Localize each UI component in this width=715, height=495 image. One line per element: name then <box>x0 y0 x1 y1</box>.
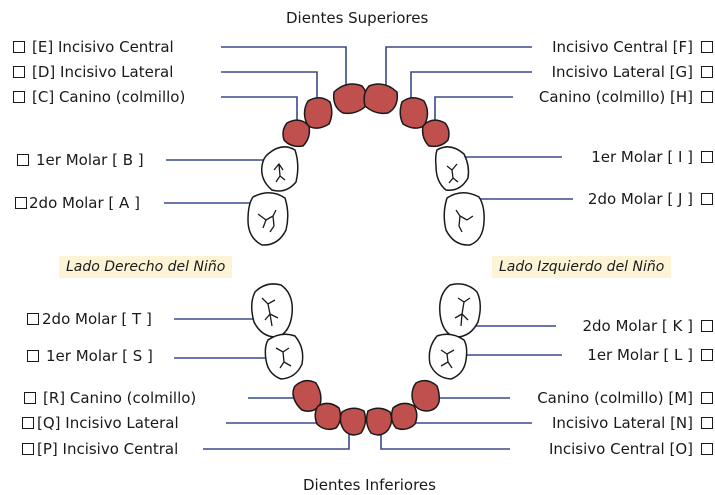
checkbox-tooth-q[interactable] <box>22 417 34 429</box>
checkbox-tooth-o[interactable] <box>701 443 713 455</box>
tooth-label-g: Incisivo Lateral [G] <box>551 63 693 81</box>
tooth-row-d: [D] Incisivo Lateral <box>13 63 173 81</box>
left-side-label: Lado Izquierdo del Niño <box>492 256 672 278</box>
tooth-q[interactable] <box>314 402 342 431</box>
upper-molar-fissures <box>257 162 474 233</box>
lower-teeth-title: Dientes Inferiores <box>303 476 436 494</box>
tooth-row-t: 2do Molar [ T ] <box>27 310 152 328</box>
leader-line-c <box>221 96 298 126</box>
tooth-row-g: Incisivo Lateral [G] <box>552 63 713 81</box>
tooth-label-m: Canino (colmillo) [M] <box>537 389 693 407</box>
checkbox-tooth-b[interactable] <box>17 154 29 166</box>
tooth-row-n: Incisivo Lateral [N] <box>552 414 713 432</box>
tooth-label-f: Incisivo Central [F] <box>552 38 693 56</box>
upper-arch <box>247 83 485 246</box>
tooth-d[interactable] <box>303 97 333 129</box>
tooth-label-h: Canino (colmillo) [H] <box>538 88 693 106</box>
tooth-p[interactable] <box>339 407 367 436</box>
tooth-row-l: 1er Molar [ L ] <box>587 346 713 364</box>
checkbox-tooth-i[interactable] <box>701 151 713 163</box>
tooth-row-q: [Q] Incisivo Lateral <box>22 414 179 432</box>
checkbox-tooth-a[interactable] <box>15 197 27 209</box>
tooth-r[interactable] <box>292 379 322 412</box>
checkbox-tooth-m[interactable] <box>701 392 713 404</box>
checkbox-tooth-l[interactable] <box>701 349 713 361</box>
checkbox-tooth-j[interactable] <box>701 193 713 205</box>
tooth-label-o: Incisivo Central [O] <box>548 440 693 458</box>
tooth-row-a: 2do Molar [ A ] <box>15 194 140 212</box>
tooth-i[interactable] <box>434 146 470 191</box>
tooth-k[interactable] <box>438 283 481 338</box>
checkbox-tooth-e[interactable] <box>13 41 25 53</box>
checkbox-tooth-p[interactable] <box>22 443 34 455</box>
tooth-o[interactable] <box>365 407 393 436</box>
tooth-row-r: [R] Canino (colmillo) <box>24 389 196 407</box>
checkbox-tooth-t[interactable] <box>27 313 39 325</box>
checkbox-tooth-d[interactable] <box>13 66 25 78</box>
tooth-l[interactable] <box>428 333 468 380</box>
leader-line-d <box>221 71 318 105</box>
tooth-m[interactable] <box>411 379 440 412</box>
checkbox-tooth-h[interactable] <box>701 91 713 103</box>
leader-line-h <box>434 96 513 126</box>
tooth-row-c: [C] Canino (colmillo) <box>13 88 185 106</box>
lower-molar-fissures <box>261 297 471 369</box>
tooth-label-d: [D] Incisivo Lateral <box>32 63 174 81</box>
tooth-e[interactable] <box>332 83 368 115</box>
tooth-row-f: Incisivo Central [F] <box>552 38 713 56</box>
tooth-row-m: Canino (colmillo) [M] <box>537 389 713 407</box>
tooth-row-s: 1er Molar [ S ] <box>27 347 153 365</box>
lower-arch <box>251 283 481 436</box>
tooth-f[interactable] <box>363 83 399 115</box>
leader-line-o <box>380 428 510 450</box>
checkbox-tooth-r[interactable] <box>24 392 36 404</box>
tooth-label-i: 1er Molar [ I ] <box>591 148 693 166</box>
checkbox-tooth-c[interactable] <box>13 91 25 103</box>
tooth-label-b: 1er Molar [ B ] <box>36 151 144 169</box>
leader-line-g <box>410 71 532 105</box>
tooth-c[interactable] <box>282 119 311 148</box>
tooth-row-j: 2do Molar [ J ] <box>588 190 713 208</box>
leader-line-e <box>221 46 347 89</box>
tooth-label-q: [Q] Incisivo Lateral <box>37 414 179 432</box>
tooth-row-e: [E] Incisivo Central <box>13 38 174 56</box>
tooth-label-s: 1er Molar [ S ] <box>46 347 153 365</box>
checkbox-tooth-k[interactable] <box>701 320 713 332</box>
tooth-h[interactable] <box>421 119 450 148</box>
right-side-label: Lado Derecho del Niño <box>59 256 233 278</box>
tooth-label-n: Incisivo Lateral [N] <box>551 414 693 432</box>
tooth-row-i: 1er Molar [ I ] <box>591 148 713 166</box>
tooth-label-a: 2do Molar [ A ] <box>29 194 140 212</box>
tooth-label-t: 2do Molar [ T ] <box>42 310 152 328</box>
leader-line-f <box>385 46 532 89</box>
tooth-label-l: 1er Molar [ L ] <box>587 346 693 364</box>
tooth-label-c: [C] Canino (colmillo) <box>32 88 186 106</box>
tooth-row-o: Incisivo Central [O] <box>549 440 713 458</box>
tooth-t[interactable] <box>251 283 294 338</box>
checkbox-tooth-n[interactable] <box>701 417 713 429</box>
tooth-n[interactable] <box>390 402 418 431</box>
tooth-label-j: 2do Molar [ J ] <box>587 190 693 208</box>
tooth-g[interactable] <box>399 97 429 129</box>
tooth-label-e: [E] Incisivo Central <box>32 38 174 56</box>
tooth-label-k: 2do Molar [ K ] <box>582 317 693 335</box>
tooth-label-p: [P] Incisivo Central <box>37 440 179 458</box>
tooth-row-p: [P] Incisivo Central <box>22 440 178 458</box>
leader-lines <box>164 46 573 450</box>
tooth-label-r: [R] Canino (colmillo) <box>43 389 197 407</box>
checkbox-tooth-f[interactable] <box>701 41 713 53</box>
tooth-row-h: Canino (colmillo) [H] <box>539 88 713 106</box>
upper-teeth-title: Dientes Superiores <box>286 9 429 27</box>
tooth-row-k: 2do Molar [ K ] <box>582 317 713 335</box>
tooth-row-b: 1er Molar [ B ] <box>17 151 144 169</box>
checkbox-tooth-g[interactable] <box>701 66 713 78</box>
checkbox-tooth-s[interactable] <box>27 350 39 362</box>
leader-line-p <box>203 428 350 450</box>
